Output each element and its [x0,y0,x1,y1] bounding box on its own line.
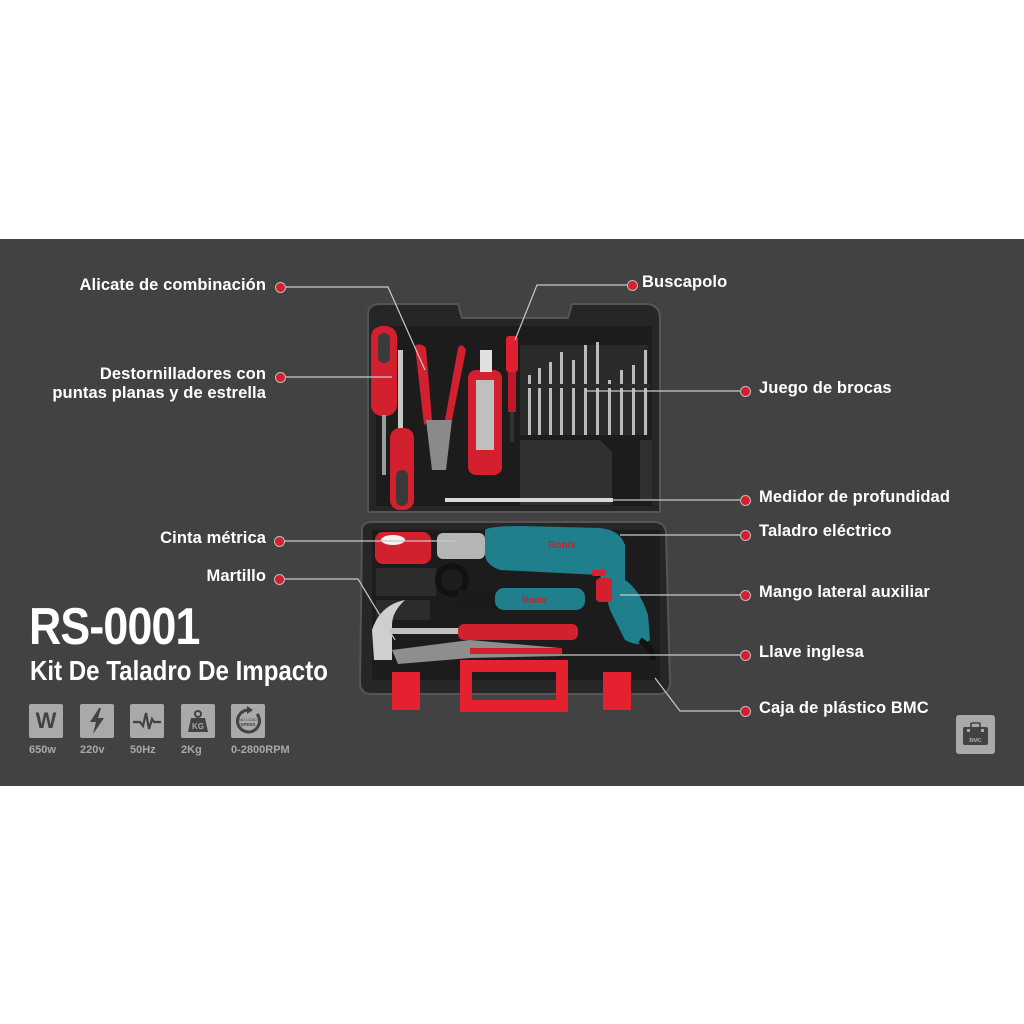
callout-dot [740,386,751,397]
case-latches [392,660,631,712]
screwdrivers [371,326,414,510]
utility-knife [468,350,502,475]
spec-power: W 650w [29,704,89,756]
callout-dot [740,706,751,717]
spec-value: 650w [29,744,56,756]
callout-combination-pliers: Alicate de combinación [79,276,266,294]
callout-hammer: Martillo [206,567,266,585]
spec-value: 2Kg [181,744,202,756]
svg-text:BMC: BMC [969,738,982,744]
spec-frequency: 50Hz [130,704,190,756]
depth-gauge [445,498,613,502]
callout-screwdrivers: Destornilladores con puntas planas y de … [52,365,266,402]
spec-value: 0-2800RPM [231,744,290,756]
callout-dot [274,574,285,585]
callout-dot [740,590,751,601]
handle-brand-text: Ronix [522,595,547,605]
adjustable-wrench [392,640,562,664]
callout-dot [275,372,286,383]
frequency-wave-icon [130,704,164,738]
callout-bmc-case: Caja de plástico BMC [759,699,929,717]
callout-dot [740,650,751,661]
callout-depth-gauge: Medidor de profundidad [759,488,951,506]
spec-value: 220v [80,744,105,756]
svg-text:SPEED: SPEED [240,722,256,727]
callout-electric-drill: Taladro eléctrico [759,522,892,540]
callout-lines [285,284,740,712]
callout-adjustable-wrench: Llave inglesa [759,643,864,661]
bmc-toolbox-badge: BMC [956,715,995,754]
callout-dot [740,495,751,506]
callout-dot [627,280,638,291]
spec-weight: KG 2Kg [181,704,241,756]
callout-dot [274,536,285,547]
callout-tape-measure: Cinta métrica [160,529,266,547]
watt-icon: W [29,704,63,738]
spec-voltage: 220v [80,704,140,756]
toolbox-icon: BMC [963,722,988,745]
voltage-tester [506,336,518,442]
product-subtitle: Kit De Taladro De Impacto [30,655,328,686]
drill-bits [524,342,650,435]
product-model: RS-0001 [29,598,200,656]
side-handle: Ronix [435,563,585,610]
pliers [415,344,466,470]
spec-value: 50Hz [130,744,156,756]
voltage-bolt-icon [80,704,114,738]
drill: Ronix [437,526,656,661]
svg-text:KG: KG [192,722,204,731]
callout-drill-bit-set: Juego de brocas [759,379,892,397]
callout-dot [740,530,751,541]
tape-measure [375,532,431,564]
callout-side-handle: Mango lateral auxiliar [759,583,930,601]
weight-kg-icon: KG [181,704,215,738]
callout-voltage-tester: Buscapolo [642,273,728,291]
callout-dot [275,282,286,293]
svg-text:NO LOAD: NO LOAD [239,717,257,722]
drill-brand-text: Ronix [548,540,576,551]
